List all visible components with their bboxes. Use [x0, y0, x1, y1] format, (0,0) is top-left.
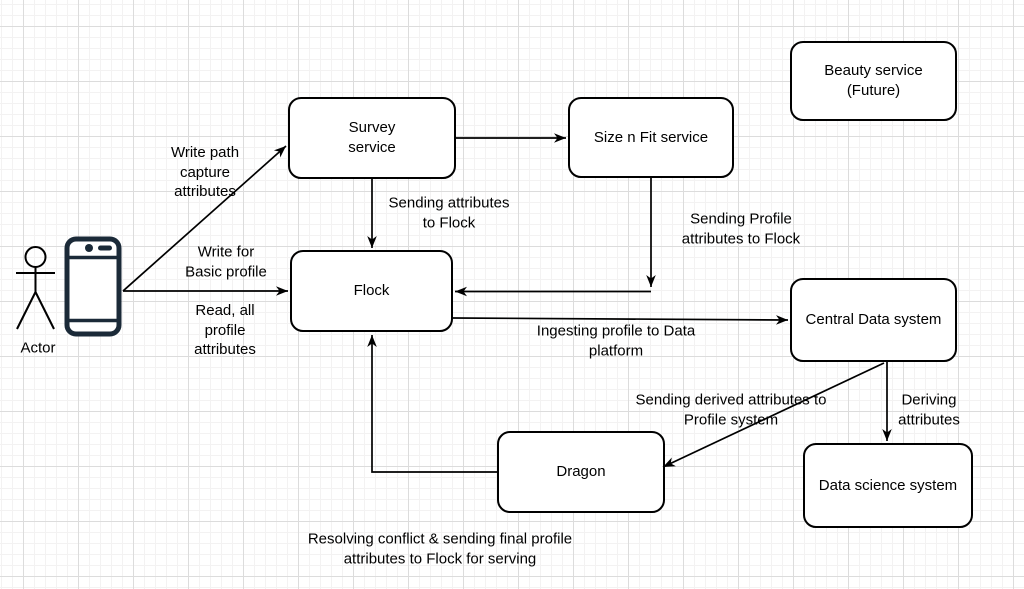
edge-label-write-basic-profile: Write for Basic profile: [185, 243, 267, 281]
edge-label-read-all-profile: Read, all profile attributes: [194, 301, 256, 358]
node-central-data-system[interactable]: Central Data system: [790, 278, 957, 362]
node-beauty-service[interactable]: Beauty service (Future): [790, 41, 957, 121]
phone-camera-dot: [85, 244, 93, 252]
actor-figure[interactable]: [16, 246, 55, 330]
smartphone-icon[interactable]: [64, 236, 122, 337]
edge-label-sending-attributes-to-flock: Sending attributes to Flock: [388, 194, 510, 232]
node-data-science-system[interactable]: Data science system: [803, 443, 973, 528]
edge-label-ingesting-profile: Ingesting profile to Data platform: [536, 322, 696, 360]
edge-flock-to-central: [452, 315, 789, 325]
actor-right-leg: [34, 291, 55, 330]
edge-label-deriving-attributes: Deriving attributes: [898, 391, 960, 429]
edge-dragon-to-flock: [367, 335, 497, 473]
node-dragon[interactable]: Dragon: [497, 431, 665, 513]
node-flock[interactable]: Flock: [290, 250, 453, 332]
phone-speaker-slot: [98, 245, 112, 251]
edge-label-sending-derived-attributes: Sending derived attributes to Profile sy…: [635, 391, 827, 429]
actor-head: [24, 246, 47, 268]
edge-label-sending-profile-attributes: Sending Profile attributes to Flock: [681, 210, 801, 248]
edge-label-write-path: Write path capture attributes: [170, 143, 240, 200]
actor-label: Actor: [20, 339, 56, 357]
actor-left-leg: [16, 291, 37, 330]
node-survey-service[interactable]: Survey service: [288, 97, 456, 179]
edge-label-resolving-conflict: Resolving conflict & sending final profi…: [307, 530, 573, 568]
node-size-n-fit-service[interactable]: Size n Fit service: [568, 97, 734, 178]
